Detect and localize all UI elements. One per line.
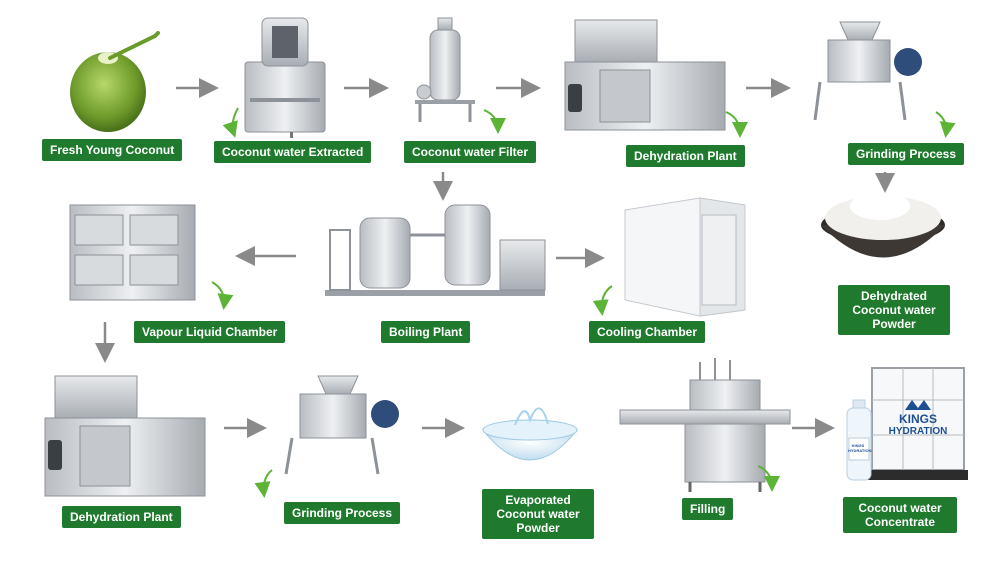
bottle-brand-text: KINGS HYDRATION [848, 443, 872, 453]
green-curved-arrow-icon [254, 469, 273, 498]
label-coconut-water-extracted: Coconut water Extracted [214, 141, 372, 163]
label-concentrate-line1: Coconut water [858, 501, 942, 515]
label-dehydrated-powder-line2: Coconut water [852, 303, 936, 317]
ibc-tank-image [868, 367, 968, 480]
tank-brand-line2: HYDRATION [888, 426, 948, 437]
label-dehydrated-powder-line1: Dehydrated [860, 289, 928, 303]
green-curved-arrow-icon [935, 111, 956, 138]
label-grinding-process-bottom: Grinding Process [284, 502, 401, 524]
extractor-machine-image [244, 17, 326, 138]
label-grinding-process-top: Grinding Process [848, 143, 965, 165]
green-curved-arrow-icon [757, 465, 780, 492]
label-dehydration-plant-top: Dehydration Plant [626, 145, 745, 167]
dehydrated-powder-bowl-image [821, 192, 945, 258]
vapour-chamber-image [69, 204, 196, 301]
label-concentrate-line2: Concentrate [864, 515, 935, 529]
grinder-bottom-image [284, 375, 399, 475]
water-bottle-image [846, 399, 872, 481]
label-evaporated-powder-line2: Coconut water [496, 507, 580, 521]
label-evaporated-powder: Evaporated Coconut water Powder [482, 489, 594, 539]
grinder-top-image [813, 21, 922, 121]
green-curved-arrow-icon [483, 109, 506, 134]
boiling-plant-image [325, 204, 546, 296]
label-cooling-chamber: Cooling Chamber [589, 321, 706, 343]
filling-machine-image [619, 358, 791, 492]
label-filling: Filling [682, 498, 734, 520]
green-curved-arrow-icon [592, 285, 613, 316]
label-fresh-young-coconut: Fresh Young Coconut [42, 139, 183, 161]
green-curved-arrow-icon [211, 281, 234, 310]
label-coconut-water-filter: Coconut water Filter [404, 141, 537, 163]
dehydration-plant-bottom-image [44, 375, 206, 497]
label-dehydrated-powder-line3: Powder [872, 317, 916, 331]
label-boiling-plant: Boiling Plant [381, 321, 471, 343]
water-bowl-image [481, 407, 579, 461]
label-dehydration-plant-bottom: Dehydration Plant [62, 506, 181, 528]
coconut-image [70, 31, 160, 132]
cooling-chamber-image [624, 197, 746, 317]
label-evaporated-powder-line1: Evaporated [505, 493, 571, 507]
label-vapour-liquid-chamber: Vapour Liquid Chamber [134, 321, 286, 343]
label-coconut-water-concentrate: Coconut water Concentrate [843, 497, 957, 533]
label-evaporated-powder-line3: Powder [516, 521, 560, 535]
dehydration-plant-top-image [564, 19, 726, 131]
label-dehydrated-powder: Dehydrated Coconut water Powder [838, 285, 950, 335]
filter-machine-image [415, 17, 475, 122]
tank-brand-line1: KINGS [898, 412, 937, 426]
green-curved-arrow-icon [725, 111, 748, 138]
green-curved-arrow-icon [222, 107, 239, 138]
